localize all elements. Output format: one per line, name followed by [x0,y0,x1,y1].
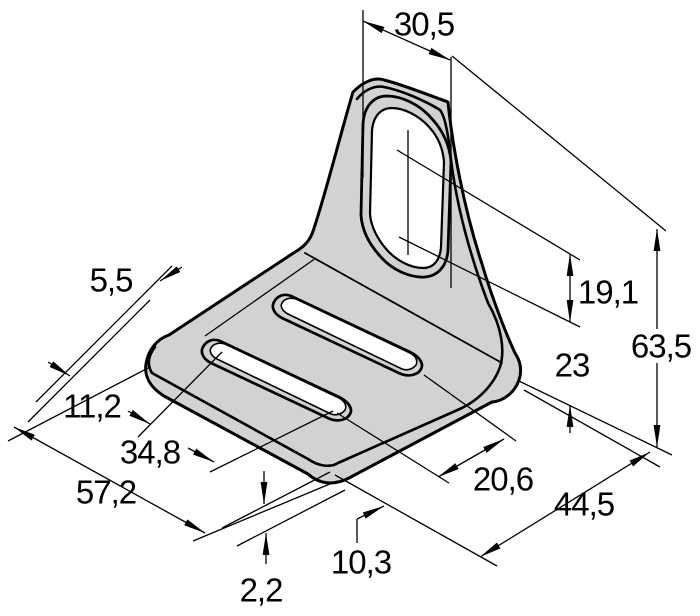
reference-lines [204,130,409,337]
bracket-body [144,77,523,485]
ext-line-bottom-corner [192,480,338,542]
ext-line-slot-near-start [137,351,223,438]
arrow-slot-end-offset [127,409,151,425]
ext-line-hole-bottom [398,236,581,328]
ext-line-slot-far-end [423,374,517,442]
leader-slot-edge-offset-d [356,505,385,520]
sensor-hole-inner [368,106,446,270]
dimension-lines [7,10,673,567]
ext-line-hole-center [396,149,581,261]
bend-line [304,252,503,364]
dim-label-slot-length: 34,8 [119,433,181,471]
ext-line-slot-width-a [35,265,173,403]
mounting-slot-near-inner [209,342,347,416]
arrow-slot-length [187,447,215,463]
arrow-slot-width-lower [47,361,71,377]
dim-line-slot-spacing [437,438,505,478]
ext-line-top [451,55,667,232]
dim-label-thickness: 2,2 [239,571,284,609]
mounting-slot-far-inner [280,297,418,371]
dim-label-hole-width: 30,5 [393,5,455,43]
ext-line-base-top-right [518,380,673,456]
dim-line-length [13,426,206,534]
plate-top-face-edges [147,85,504,468]
dim-label-slot-edge-offset: 10,3 [330,543,392,581]
dim-label-slot-end-offset: 11,2 [63,387,122,425]
dim-label-slot-width: 5,5 [89,261,134,299]
ext-line-right-corner [523,389,661,468]
dim-label-base-height: 23 [554,346,591,384]
bracket-outer-silhouette [144,77,523,485]
dim-label-length: 57,2 [75,473,137,511]
ext-line-thickness-top [221,471,331,529]
dim-label-hole-center-offset: 19,1 [577,273,639,311]
ext-line-slot-near-far [209,410,334,473]
ext-line-thickness-bottom [236,489,346,547]
ext-line-front-corner [334,474,498,567]
dim-line-depth [479,451,651,558]
dim-label-slot-spacing: 20,6 [472,460,534,498]
dim-label-total-height: 63,5 [630,327,692,365]
arrow-slot-width-upper [159,266,183,282]
dim-label-depth: 44,5 [553,485,615,523]
dim-line-hole-width [362,20,451,61]
ext-line-slot-width-b [27,299,151,423]
slot-axis-line [204,257,317,337]
ext-line-slot-near-end [336,412,450,484]
